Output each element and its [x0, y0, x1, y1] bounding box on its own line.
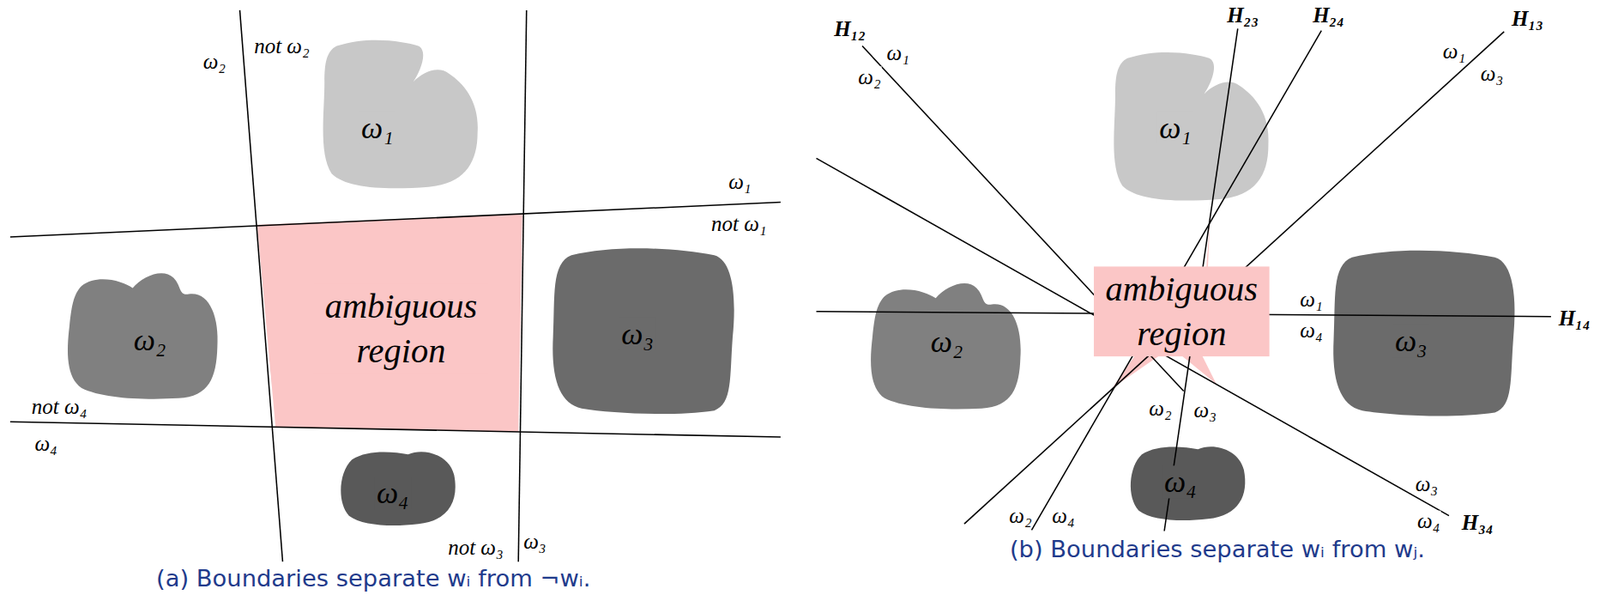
side-label: ω₁: [1298, 288, 1324, 310]
region-label: ω₂: [928, 325, 965, 357]
side-label: ω₃: [1414, 472, 1440, 495]
region-fill: [870, 283, 1021, 410]
hyperplane-name: H₁₄: [1557, 307, 1592, 330]
region-label: ω₃: [1393, 324, 1430, 357]
region-fill: [340, 451, 455, 526]
hyperplane-name: H₁₃: [1510, 7, 1545, 30]
side-label: not ω₃: [446, 536, 505, 558]
class-region: ω₂: [868, 275, 1025, 411]
side-label: ω₂: [1147, 397, 1173, 419]
hyperplane-name: H₁₂: [833, 18, 867, 40]
class-region: ω₃: [1329, 244, 1518, 421]
class-region: ω₄: [1126, 440, 1250, 525]
side-label: ω₃: [522, 530, 548, 552]
panel-caption: (a) Boundaries separate wᵢ from ¬wᵢ.: [152, 564, 594, 592]
side-label: ω₃: [1479, 62, 1505, 85]
region-fill: [1113, 52, 1268, 201]
region-label: ambiguous region: [1093, 265, 1270, 357]
class-region: ω₂: [65, 265, 222, 401]
hyperplane-name: H₃₄: [1461, 511, 1495, 533]
side-label: ω₄: [33, 432, 59, 454]
class-region: ω₃: [549, 242, 737, 419]
class-region: ω₁: [1113, 48, 1274, 205]
side-label: ω₁: [885, 42, 911, 64]
side-label: ω₂: [1008, 504, 1033, 526]
region-fill: [552, 247, 734, 414]
hyperplane-name: H₂₃: [1225, 4, 1260, 26]
hyperplane-name: H₂₄: [1311, 4, 1346, 26]
region-fill: [67, 272, 218, 399]
side-label: ω₄: [1050, 504, 1076, 526]
region-label: ω₄: [1162, 464, 1199, 497]
region-fill: [1130, 446, 1245, 520]
side-label: not ω₁: [710, 212, 768, 235]
side-label: ω₁: [1442, 40, 1468, 62]
side-label: ω₂: [857, 66, 882, 88]
side-label: ω₄: [1416, 509, 1442, 532]
region-shape: [322, 36, 483, 193]
ambiguous-region: ambiguous region: [254, 211, 525, 434]
side-label: ω₁: [727, 170, 753, 193]
region-fill: [323, 40, 478, 189]
side-label: not ω₂: [253, 35, 311, 57]
side-label: ω₄: [1298, 319, 1324, 341]
class-region: ω₁: [322, 36, 483, 193]
region-fill: [1333, 250, 1515, 417]
region-label: ω₄: [374, 476, 411, 508]
class-region: ω₄: [337, 445, 460, 530]
side-label: ω₂: [202, 50, 228, 73]
ambiguous-region: ambiguous region: [1087, 211, 1276, 392]
side-label: ω₃: [1192, 399, 1218, 422]
region-label: ω₃: [619, 317, 656, 350]
region-label: ω₁: [359, 111, 396, 144]
region-label: ω₂: [131, 323, 168, 356]
region-label: ambiguous region: [313, 283, 490, 375]
boundary-line: [1031, 30, 1322, 531]
region-fill: [257, 214, 523, 432]
region-label: ω₁: [1157, 111, 1194, 144]
panel-caption: (b) Boundaries separate wᵢ from wⱼ.: [1006, 535, 1428, 562]
side-label: not ω₄: [30, 395, 89, 417]
